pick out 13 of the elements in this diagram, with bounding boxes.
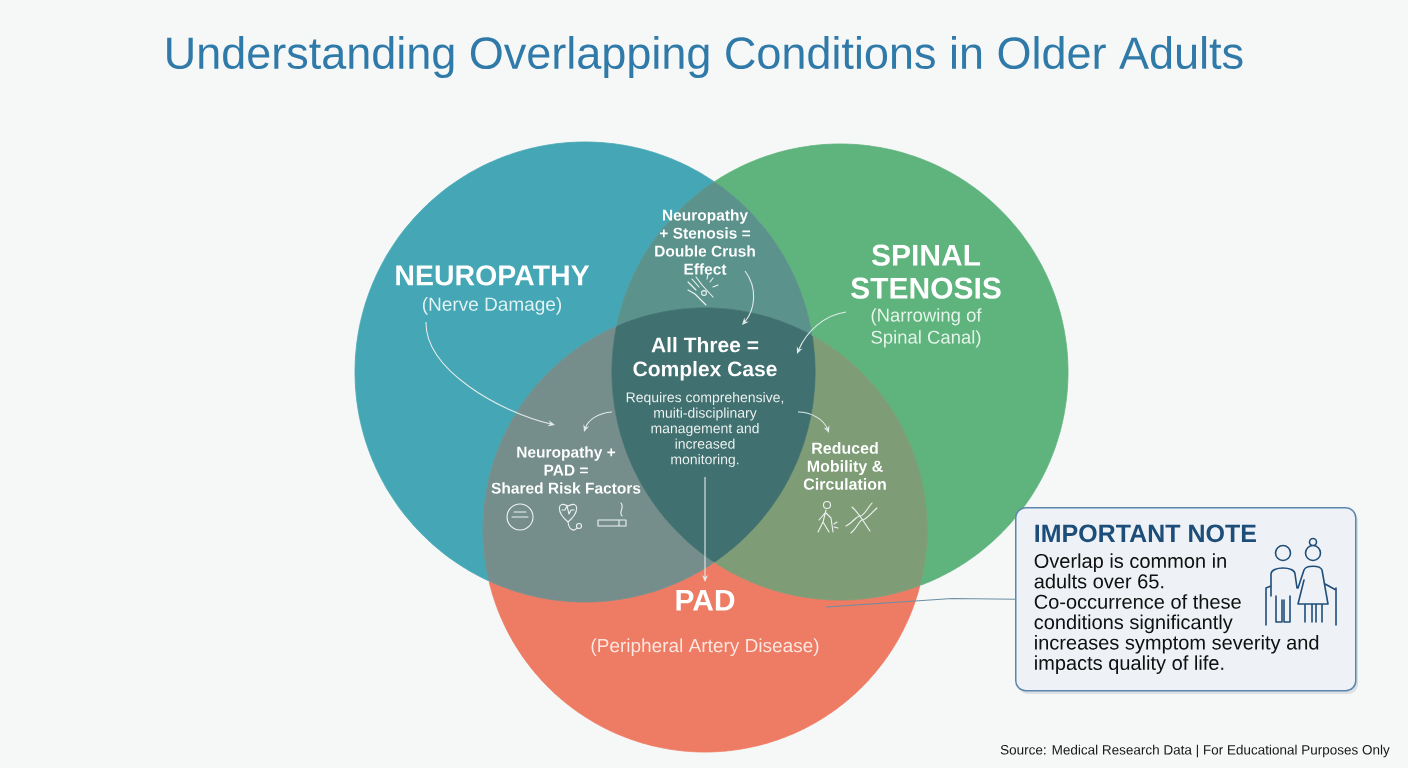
arrow bbox=[583, 411, 613, 432]
note-box: IMPORTANT NOTE Overlap is common in adults over 65. Co-occurrence of these conditions significantly increases symptom severity and impacts quality of life. bbox=[1015, 507, 1358, 694]
source-note: Source: Medical Research Data | For Educational Purposes Only bbox=[1000, 744, 1390, 758]
title: Understanding Overlapping Conditions in Older Adults bbox=[167, 36, 1243, 78]
arrow bbox=[742, 270, 755, 325]
arrow bbox=[797, 411, 830, 433]
overlap-label: Reduced Mobility & Circulation bbox=[803, 442, 886, 490]
circle-label: PAD (Peripheral Artery Disease) bbox=[591, 589, 819, 657]
arrow bbox=[796, 311, 847, 354]
circle-label: NEUROPATHY (Nerve Damage) bbox=[396, 265, 590, 315]
circle-label: SPINAL STENOSIS (Narrowing of Spinal Canal) bbox=[851, 244, 1001, 348]
overlap-label: Neuropathy + Stenosis = Double Crush Effect bbox=[655, 209, 755, 275]
leader-line bbox=[825, 597, 1017, 608]
